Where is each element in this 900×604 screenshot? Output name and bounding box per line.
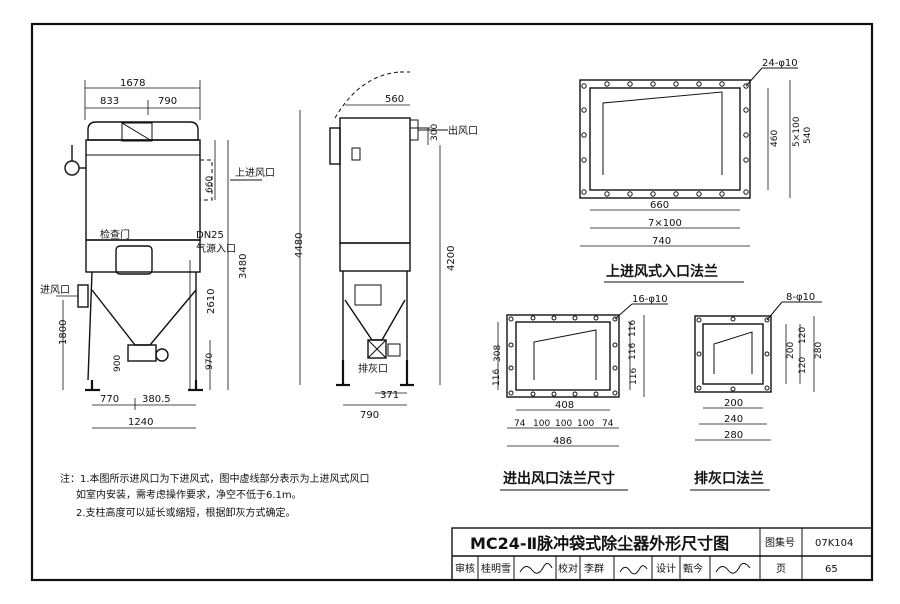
label-air-source-inlet: 气源入口: [196, 242, 236, 255]
reviewer-name: 桂明雪: [481, 562, 511, 575]
dim-280-v: 280: [814, 342, 824, 359]
page-label: 页: [776, 563, 786, 575]
dim-100-c: 100: [577, 419, 594, 429]
dim-5x100: 5×100: [792, 116, 802, 147]
label-bolts-16: 16-φ10: [632, 294, 668, 305]
dim-120-bot: 120: [798, 357, 808, 374]
dim-790-side: 790: [360, 410, 379, 421]
dim-1678: 1678: [120, 78, 145, 89]
dim-833: 833: [100, 96, 119, 107]
label-inspection-door: 检查门: [100, 228, 130, 241]
designer-signature: [715, 562, 751, 574]
dim-200-v: 200: [786, 342, 796, 359]
note-line-3: 2.支柱高度可以延长或缩短，根据卸灰方式确定。: [76, 506, 296, 519]
dim-74-left: 74: [514, 419, 526, 429]
checker-name: 李群: [584, 562, 604, 575]
dim-486: 486: [553, 436, 572, 447]
designer-name: 甄今: [683, 562, 703, 575]
dim-120-top: 120: [798, 327, 808, 344]
label-upper-inlet: 上进风口: [235, 167, 275, 179]
dim-560: 560: [385, 94, 404, 105]
title-ash-discharge-flange: 排灰口法兰: [694, 470, 764, 487]
dim-1800: 1800: [58, 320, 69, 345]
dim-116-bot: 116: [629, 368, 639, 385]
dim-4200: 4200: [446, 246, 457, 271]
dim-1240: 1240: [128, 417, 153, 428]
dim-7x100: 7×100: [648, 218, 682, 229]
label-outlet: 出风口: [448, 124, 478, 137]
dim-460: 460: [770, 130, 780, 147]
dim-300: 300: [430, 124, 440, 141]
dim-408: 408: [555, 400, 574, 411]
review-label: 审核: [455, 562, 475, 575]
dim-200-h: 200: [724, 398, 743, 409]
dim-116-left: 116: [492, 369, 502, 386]
side-view: 560 4480 300 4200 出风口 排灰口 371: [294, 71, 478, 421]
dim-116-top: 116: [628, 320, 638, 337]
dim-74-right: 74: [602, 419, 614, 429]
dim-240-h: 240: [724, 414, 743, 425]
dim-308: 308: [493, 345, 503, 362]
drawing-title: MC24-Ⅱ脉冲袋式除尘器外形尺寸图: [470, 534, 729, 553]
dim-371: 371: [380, 390, 399, 401]
atlas-number-label: 图集号: [765, 536, 795, 549]
dim-100-b: 100: [555, 419, 572, 429]
dim-970: 970: [205, 353, 215, 370]
dim-740: 740: [652, 236, 671, 247]
front-view: 1678 833 790 660: [40, 78, 275, 429]
dim-100-a: 100: [533, 419, 550, 429]
dim-4480: 4480: [294, 233, 305, 258]
inlet-outlet-flange: 16-φ10 116 116 116 308 116 408 74 100 10…: [492, 294, 668, 491]
note-line-1: 注：1.本图所示进风口为下进风式，图中虚线部分表示为上进风式风口: [60, 472, 370, 485]
label-dn25: DN25: [196, 230, 224, 241]
page-number: 65: [825, 564, 838, 575]
dim-770: 770: [100, 394, 119, 405]
label-bolts-8: 8-φ10: [786, 292, 815, 303]
dim-790: 790: [158, 96, 177, 107]
dim-2610: 2610: [206, 289, 217, 314]
dim-660: 660: [205, 176, 215, 193]
ash-discharge-flange: 8-φ10 200 120 120 280 200 240 280 排灰口法兰: [690, 292, 824, 491]
title-inlet-outlet-flange: 进出风口法兰尺寸: [503, 470, 615, 487]
dim-900: 900: [113, 355, 123, 372]
dim-540: 540: [803, 127, 813, 144]
label-inlet: 进风口: [40, 284, 70, 296]
reviewer-signature: [519, 562, 553, 574]
dim-660-flange: 660: [650, 200, 669, 211]
checker-signature: [619, 565, 648, 575]
dim-280-h: 280: [724, 430, 743, 441]
dim-380-5: 380.5: [142, 394, 171, 405]
label-bolts-24: 24-φ10: [762, 58, 798, 69]
atlas-number: 07K104: [815, 538, 853, 549]
upper-inlet-flange: 24-φ10 460 5×100 540 660 7×100 740 上进风式入…: [579, 58, 813, 283]
dim-3480: 3480: [238, 254, 249, 279]
title-upper-inlet-flange: 上进风式入口法兰: [606, 263, 718, 280]
check-label: 校对: [558, 562, 578, 575]
title-block: MC24-Ⅱ脉冲袋式除尘器外形尺寸图 图集号 07K104 审核 桂明雪 校对 …: [451, 527, 873, 581]
design-label: 设计: [656, 562, 676, 575]
note-line-2: 如室内安装，需考虑操作要求，净空不低于6.1m。: [76, 488, 302, 501]
label-ash-discharge: 排灰口: [358, 362, 388, 375]
notes: 注：1.本图所示进风口为下进风式，图中虚线部分表示为上进风式风口 如室内安装，需…: [60, 472, 370, 519]
dim-116-mid: 116: [628, 343, 638, 360]
